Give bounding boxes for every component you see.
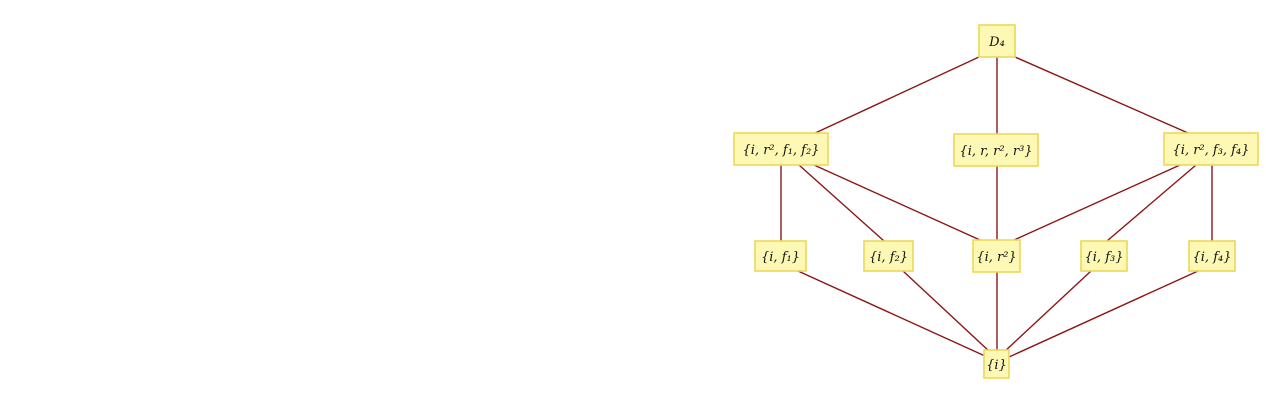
node-label: {i, f₂} xyxy=(869,250,908,265)
node-box xyxy=(1080,240,1128,272)
edge-d4-b xyxy=(1014,56,1189,134)
node-i: {i} xyxy=(983,349,1010,379)
node-label: {i, f₁} xyxy=(761,250,800,265)
node-label: {i, r², f₃, f₄} xyxy=(1173,143,1250,158)
edge-f1-i xyxy=(797,270,986,357)
node-label: {i, r, r², r³} xyxy=(959,144,1032,159)
node-box xyxy=(983,349,1010,379)
node-label: {i} xyxy=(986,358,1007,373)
node-d4: D₄ xyxy=(978,24,1016,58)
node-label: {i, r²} xyxy=(976,250,1016,265)
node-f1: {i, f₁} xyxy=(754,240,807,272)
edge-f3-i xyxy=(1003,270,1092,353)
node-box xyxy=(733,132,829,166)
node-box xyxy=(1163,132,1259,166)
edge-f2-i xyxy=(902,270,991,353)
node-b: {i, r², f₃, f₄} xyxy=(1163,132,1259,166)
node-box xyxy=(953,133,1039,167)
node-r2: {i, r²} xyxy=(972,239,1021,273)
node-label: D₄ xyxy=(988,35,1005,50)
edge-b-f3 xyxy=(1106,164,1197,242)
node-f4: {i, f₄} xyxy=(1188,240,1236,272)
edge-d4-a xyxy=(797,56,980,142)
node-label: {i, f₃} xyxy=(1085,250,1124,265)
node-label: {i, f₄} xyxy=(1193,250,1232,265)
node-r: {i, r, r², r³} xyxy=(953,133,1039,167)
node-box xyxy=(978,24,1016,58)
node-box xyxy=(972,239,1021,273)
edge-a-f2 xyxy=(798,164,885,242)
node-a: {i, r², f₁, f₂} xyxy=(733,132,829,166)
nodes-layer: D₄ {i, r², f₁, f₂} {i, r, r², r³} {i, r², f… xyxy=(733,24,1259,379)
node-box xyxy=(863,240,914,272)
node-box xyxy=(754,240,807,272)
node-box xyxy=(1188,240,1236,272)
node-label: {i, r², f₁, f₂} xyxy=(743,143,820,158)
edge-f4-i xyxy=(1008,270,1199,358)
edge-a-r2 xyxy=(813,164,981,241)
node-f2: {i, f₂} xyxy=(863,240,914,272)
edges-layer xyxy=(780,56,1213,358)
edge-b-r2 xyxy=(1013,164,1181,241)
node-f3: {i, f₃} xyxy=(1080,240,1128,272)
